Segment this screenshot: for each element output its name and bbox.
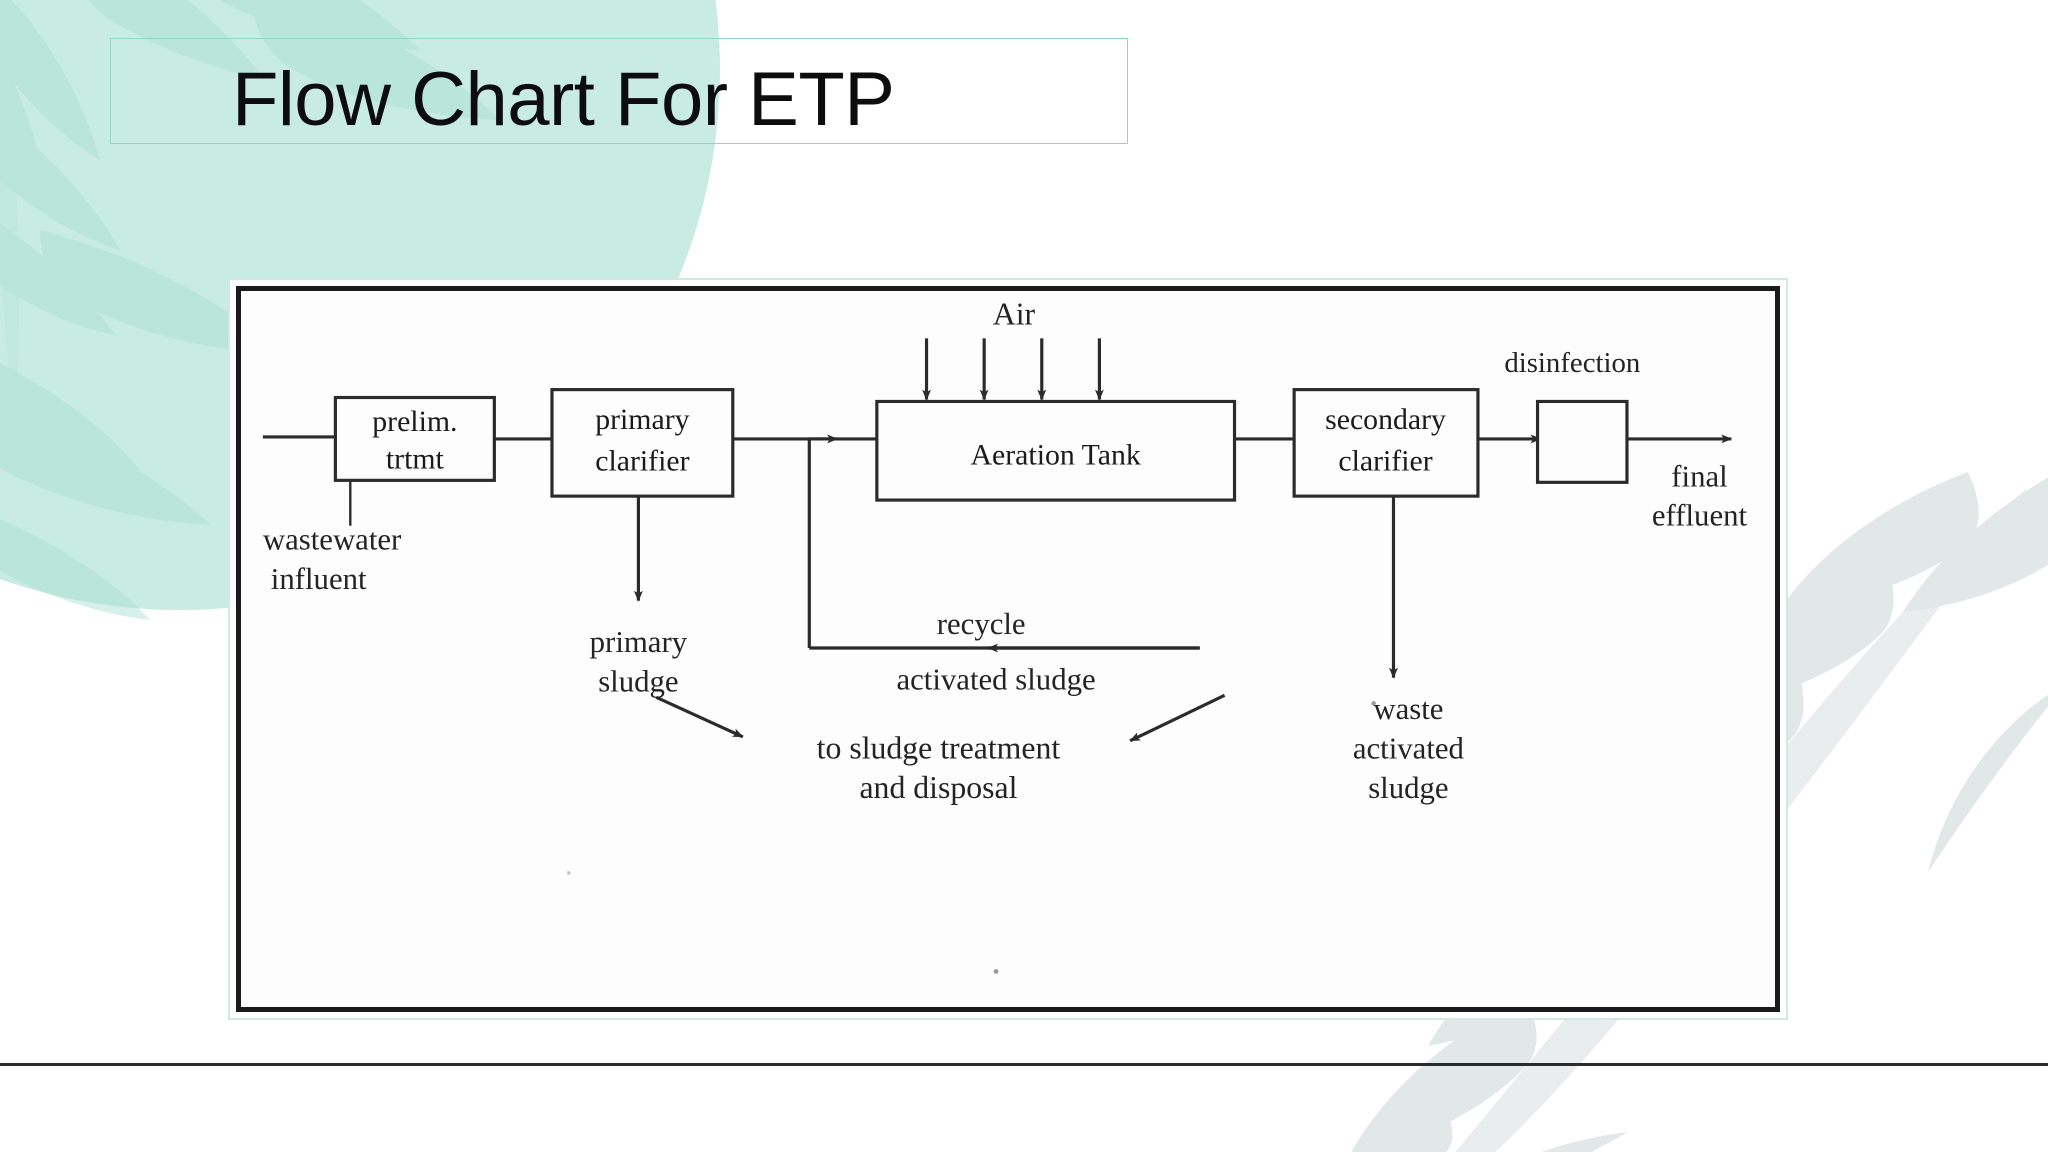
label-primary-sludge-line2: sludge <box>598 665 678 699</box>
flow-diagram-svg: prelim. trtmt primary clarifier Aeration… <box>262 297 1748 974</box>
label-waste-line1: waste <box>1373 692 1443 726</box>
node-label-primary-line1: primary <box>595 404 689 436</box>
node-prelim-trtmt <box>333 395 496 482</box>
flow-diagram-container[interactable]: prelim. trtmt primary clarifier Aeration… <box>236 286 1780 1012</box>
label-final-line1: final <box>1671 459 1727 493</box>
edge-primary-sludge-to-disposal <box>655 695 744 739</box>
node-label-secondary-line2: clarifier <box>1338 446 1432 478</box>
node-secondary-clarifier <box>1292 388 1480 498</box>
node-primary-clarifier <box>550 388 735 498</box>
node-label-primary-line2: clarifier <box>595 446 689 478</box>
label-to-sludge-line1: to sludge treatment <box>817 731 1061 766</box>
label-air: Air <box>993 297 1036 332</box>
label-activated-sludge: activated sludge <box>896 663 1095 697</box>
label-primary-sludge-line1: primary <box>590 625 688 659</box>
node-label-secondary-line1: secondary <box>1325 404 1446 436</box>
page-title: Flow Chart For ETP <box>232 57 895 142</box>
node-disinfection <box>1535 399 1629 484</box>
node-label-aeration-tank: Aeration Tank <box>971 440 1141 472</box>
label-waste-line2: activated <box>1353 732 1464 766</box>
label-final-line2: effluent <box>1652 499 1748 533</box>
node-aeration-tank <box>875 399 1237 502</box>
label-to-sludge-line2: and disposal <box>859 770 1017 805</box>
scan-speck-2 <box>993 969 999 974</box>
node-label-prelim-line1: prelim. <box>372 406 457 438</box>
scan-speck-3 <box>567 871 571 875</box>
label-disinfection: disinfection <box>1504 347 1640 379</box>
node-label-prelim-line2: trtmt <box>386 444 445 476</box>
edge-waste-sludge-to-disposal <box>1129 693 1226 743</box>
label-recycle: recycle <box>937 607 1026 641</box>
title-placeholder-box <box>110 38 1128 144</box>
scan-speck-1 <box>1371 701 1376 706</box>
label-waste-line3: sludge <box>1368 771 1448 805</box>
label-wastewater-line1: wastewater <box>263 522 401 556</box>
label-wastewater-line2: influent <box>271 562 367 596</box>
footer-divider <box>0 1063 2048 1066</box>
